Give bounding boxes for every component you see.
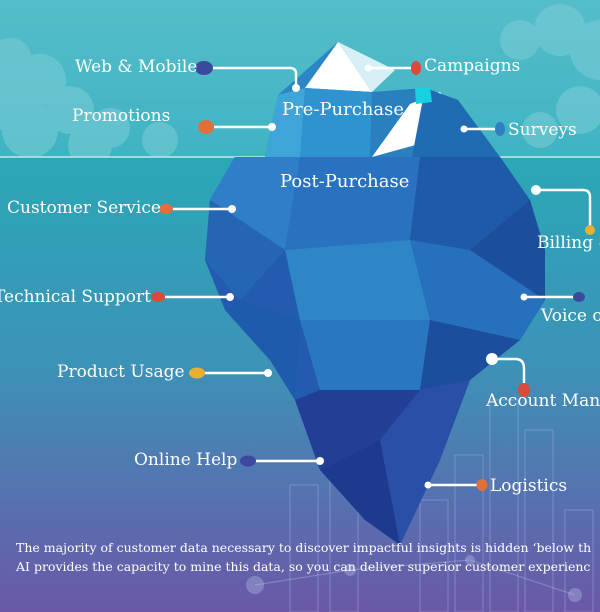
technical-support-dot — [151, 292, 165, 302]
product-usage-dot — [189, 367, 205, 379]
connector-endpoints — [226, 64, 541, 489]
promotions-dot — [198, 120, 214, 134]
label-promotions: Promotions — [72, 106, 171, 126]
footer-text: The majority of customer data necessary … — [16, 538, 600, 576]
online-help-dot — [240, 455, 256, 467]
account-dot — [518, 383, 530, 397]
label-online-help: Online Help — [134, 450, 238, 470]
label-product-usage: Product Usage — [57, 362, 185, 382]
label-customer-service: Customer Service — [7, 198, 161, 218]
label-technical-support: Technical Support — [0, 287, 151, 307]
label-logistics: Logistics — [490, 476, 568, 496]
pre-purchase-heading: Pre-Purchase — [282, 99, 405, 120]
logistics-dot — [476, 479, 488, 491]
web-mobile-dot — [195, 61, 213, 75]
iceberg-body — [205, 157, 545, 545]
campaigns-dot — [411, 61, 421, 75]
label-billing: Billing & — [537, 233, 600, 253]
connector-lines — [156, 66, 592, 487]
billing-dot — [585, 225, 595, 235]
network-line — [254, 559, 576, 596]
iceberg-tip — [265, 42, 500, 157]
label-campaigns: Campaigns — [424, 56, 521, 76]
footer-line-1: The majority of customer data necessary … — [16, 540, 592, 555]
label-surveys: Surveys — [508, 120, 577, 140]
surveys-dot — [495, 122, 505, 136]
network-decoration — [246, 555, 582, 602]
label-account-management: Account Mana — [486, 391, 600, 411]
footer-line-2: AI provides the capacity to mine this da… — [16, 559, 591, 574]
voice-dot — [573, 292, 585, 302]
post-purchase-heading: Post-Purchase — [280, 171, 410, 192]
customer-service-dot — [159, 204, 173, 214]
label-voice: Voice o — [541, 306, 600, 326]
label-web-mobile: Web & Mobile — [75, 57, 198, 77]
clouds — [0, 4, 600, 167]
